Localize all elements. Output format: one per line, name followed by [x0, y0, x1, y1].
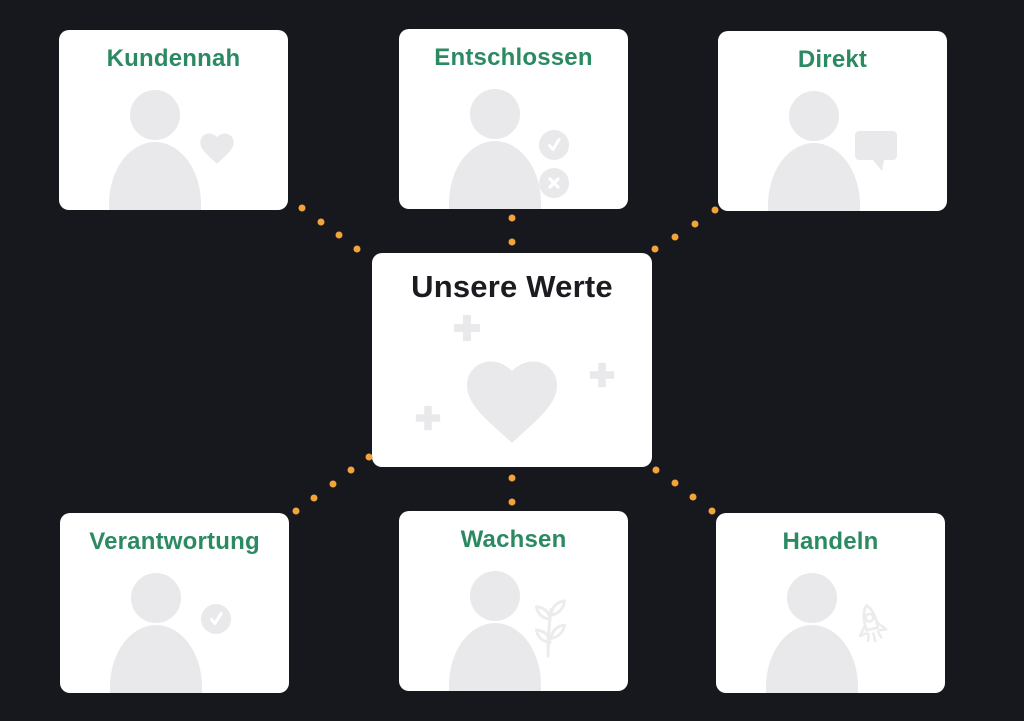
- connector-dot: [317, 218, 325, 226]
- value-card-verantwortung: Verantwortung: [60, 513, 289, 693]
- person-icon: [768, 143, 860, 211]
- value-card-center: Unsere Werte: [372, 253, 652, 467]
- connector-dot: [689, 493, 697, 501]
- connector-dot: [329, 480, 337, 488]
- rocket-icon: [858, 604, 888, 643]
- connector-dot: [671, 233, 679, 241]
- person-icon: [130, 90, 180, 140]
- connector-dot: [298, 204, 306, 212]
- person-icon: [110, 625, 202, 693]
- plus-sparkle-icon: [589, 362, 615, 388]
- value-card-title: Entschlossen: [434, 44, 593, 71]
- value-card-handeln: Handeln: [716, 513, 945, 693]
- connector-dot: [651, 245, 659, 253]
- value-card-wachsen: Wachsen: [399, 511, 628, 691]
- person-icon: [131, 573, 181, 623]
- connector-dot: [708, 507, 716, 515]
- connector-dot: [508, 214, 516, 222]
- connector-dot: [508, 498, 516, 506]
- plus-sparkle-icon: [415, 405, 441, 431]
- connector-dot: [335, 231, 343, 239]
- big-heart-icon: [467, 361, 557, 443]
- connector-dot: [310, 494, 318, 502]
- connector-dot: [691, 220, 699, 228]
- connector-dot: [353, 245, 361, 253]
- check-and-x-icon: [539, 130, 569, 198]
- person-icon: [449, 141, 541, 209]
- plus-sparkle-icon: [454, 315, 480, 341]
- person-icon: [787, 573, 837, 623]
- heart-icon: [200, 133, 234, 164]
- connector-dot: [671, 479, 679, 487]
- connector-dot: [508, 238, 516, 246]
- center-title: Unsere Werte: [411, 269, 613, 304]
- value-card-kundennah: Kundennah: [59, 30, 288, 210]
- speech-bubble-icon: [855, 131, 897, 171]
- person-icon: [449, 623, 541, 691]
- value-card-title: Verantwortung: [89, 528, 260, 555]
- value-card-entschlossen: Entschlossen: [399, 29, 628, 209]
- person-icon: [789, 91, 839, 141]
- connector-dot: [365, 453, 373, 461]
- connector-dot: [292, 507, 300, 515]
- connector-dot: [347, 466, 355, 474]
- person-icon: [470, 89, 520, 139]
- plant-icon: [535, 599, 566, 658]
- value-card-title: Direkt: [797, 46, 868, 73]
- person-icon: [766, 625, 858, 693]
- connector-dot: [652, 466, 660, 474]
- check-circle-icon: [201, 604, 231, 634]
- person-icon: [470, 571, 520, 621]
- person-icon: [109, 142, 201, 210]
- value-card-title: Handeln: [782, 528, 879, 555]
- value-card-direkt: Direkt: [718, 31, 947, 211]
- connector-dot: [508, 474, 516, 482]
- value-card-title: Kundennah: [106, 45, 241, 72]
- value-card-title: Wachsen: [460, 526, 567, 553]
- connector-dot: [711, 206, 719, 214]
